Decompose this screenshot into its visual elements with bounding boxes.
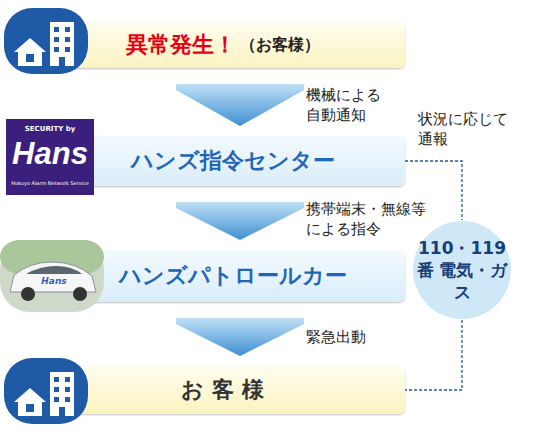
node-text: お 客 様: [181, 375, 263, 405]
flow-arrow: [176, 202, 304, 240]
logo-text: Hokuyo Alarm Network Service: [8, 180, 92, 186]
edge-label: 携帯端末・無線等による指令: [306, 200, 430, 239]
edge-label: 状況に応じて通報: [418, 110, 512, 149]
logo-text: Hans: [34, 276, 74, 286]
patrol-car-photo: [0, 240, 104, 312]
building-icon: [4, 8, 88, 74]
node-text: ハンズ指令センター: [131, 146, 335, 176]
flow-arrow: [176, 84, 304, 126]
node-text: 異常発生！: [126, 30, 236, 60]
node-text: 110・119番 電気・ガス: [414, 237, 510, 303]
customer-band: お 客 様: [40, 366, 405, 414]
process-band: ハンズ指令センター: [60, 136, 405, 186]
dashed-connector: [405, 320, 462, 390]
edge-label: 機械による自動通知: [306, 86, 386, 125]
logo-text: SECURITY by: [10, 125, 90, 133]
logo-text: Hans: [8, 136, 92, 172]
edge-label: 緊急出動: [306, 328, 386, 348]
event-band: 異常発生！（お客様）: [40, 22, 405, 68]
node-text: （お客様）: [240, 35, 320, 56]
logo-box: [6, 119, 94, 195]
process-band: ハンズパトロールカー: [60, 250, 405, 302]
building-icon: [4, 358, 88, 424]
contact-circle: 110・119番 電気・ガス: [412, 220, 512, 320]
flow-arrow: [176, 318, 304, 356]
node-text: ハンズパトロールカー: [119, 261, 347, 291]
